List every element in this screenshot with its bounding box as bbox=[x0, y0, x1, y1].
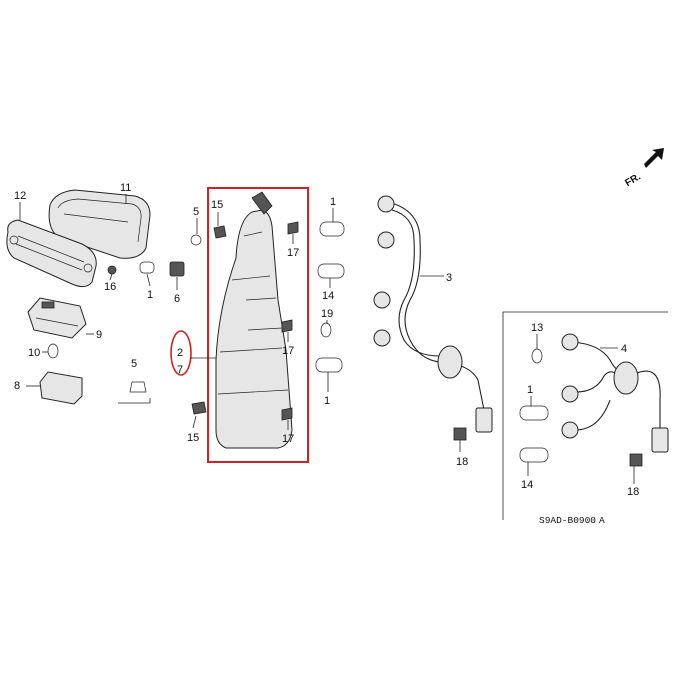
front-direction-indicator: FR. bbox=[623, 148, 664, 189]
callout-18: 18 bbox=[456, 456, 468, 468]
callout-8: 8 bbox=[14, 380, 20, 392]
callout-17: 17 bbox=[287, 247, 299, 259]
callout-1c: 1 bbox=[324, 395, 330, 407]
callouts: 12 11 16 1 6 9 10 8 5 15 2 7 5 15 17 17 … bbox=[14, 182, 639, 498]
callout-4: 4 bbox=[621, 343, 627, 355]
callout-14: 14 bbox=[322, 290, 334, 302]
callout-2: 2 bbox=[177, 347, 183, 359]
callout-14b: 14 bbox=[521, 479, 533, 491]
callout-6: 6 bbox=[174, 293, 180, 305]
highlight-circle bbox=[170, 330, 192, 376]
tail-light-assembly bbox=[170, 187, 309, 463]
bulb-column bbox=[315, 221, 345, 373]
callout-17c: 17 bbox=[282, 433, 294, 445]
callout-13: 13 bbox=[531, 322, 543, 334]
callout-11: 11 bbox=[120, 182, 131, 194]
callout-7: 7 bbox=[177, 364, 183, 376]
callout-12: 12 bbox=[14, 190, 26, 202]
wire-harness-3 bbox=[373, 195, 493, 441]
callout-1b: 1 bbox=[330, 196, 336, 208]
callout-15: 15 bbox=[211, 199, 223, 211]
direction-label: FR. bbox=[623, 171, 643, 189]
callout-5: 5 bbox=[193, 206, 199, 218]
callout-10: 10 bbox=[28, 347, 40, 359]
callout-19: 19 bbox=[321, 308, 333, 320]
callout-5b: 5 bbox=[131, 358, 137, 370]
callout-17b: 17 bbox=[282, 345, 294, 357]
callout-3: 3 bbox=[446, 272, 452, 284]
callout-16: 16 bbox=[104, 281, 116, 293]
leader-lines bbox=[19, 194, 635, 484]
callout-1: 1 bbox=[147, 289, 153, 301]
arrow-icon bbox=[644, 148, 664, 168]
high-mount-stop-light-assembly bbox=[6, 189, 185, 405]
callout-15b: 15 bbox=[187, 432, 199, 444]
inset-box bbox=[502, 311, 669, 520]
highlight-box bbox=[207, 187, 309, 463]
callout-18b: 18 bbox=[627, 486, 639, 498]
callout-9: 9 bbox=[96, 329, 102, 341]
callout-1d: 1 bbox=[527, 384, 533, 396]
